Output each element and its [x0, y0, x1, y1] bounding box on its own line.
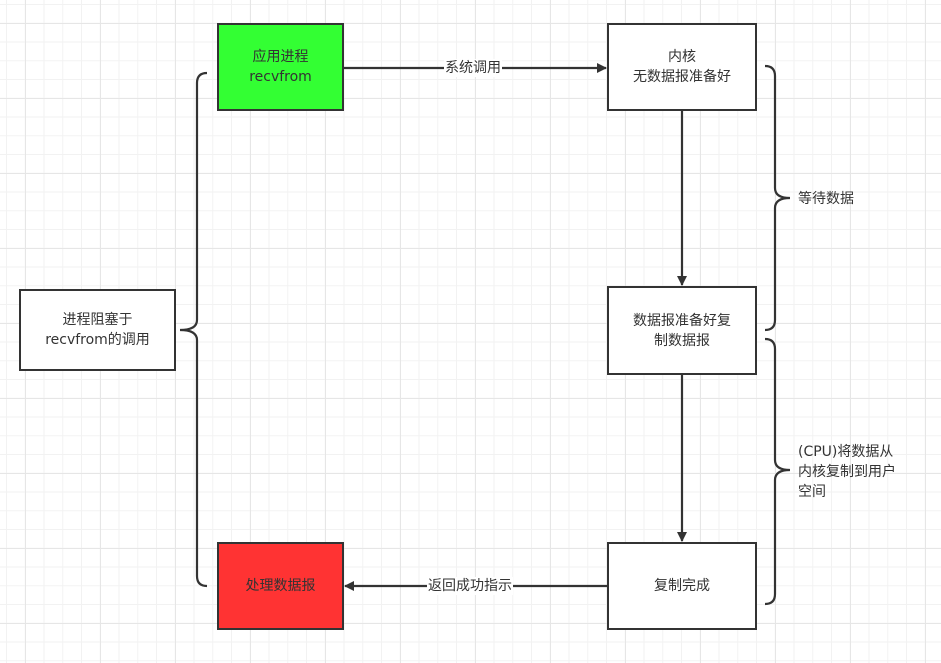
node-kernel-no-data-label: 内核 无数据报准备好 [633, 49, 731, 85]
node-handle-data[interactable]: 处理数据报 [217, 542, 344, 630]
node-data-ready-label: 数据报准备好复 制数据报 [633, 312, 731, 349]
brace-copying [764, 337, 791, 606]
node-app-process[interactable]: 应用进程 recvfrom [217, 23, 344, 111]
node-kernel-no-data[interactable]: 内核 无数据报准备好 [607, 23, 757, 111]
node-blocked-label: 进程阻塞于 recvfrom的调用 [45, 312, 150, 348]
node-handle-data-label: 处理数据报 [245, 578, 316, 594]
brace-label-waiting: 等待数据 [798, 191, 854, 207]
node-copy-done-label: 复制完成 [654, 578, 710, 594]
brace-waiting [764, 64, 791, 332]
brace-blocked [179, 71, 208, 588]
brace-label-copying: (CPU)将数据从 内核复制到用户 空间 [798, 444, 896, 500]
node-blocked[interactable]: 进程阻塞于 recvfrom的调用 [19, 289, 176, 371]
node-data-ready[interactable]: 数据报准备好复 制数据报 [607, 286, 757, 375]
node-copy-done[interactable]: 复制完成 [607, 542, 757, 630]
node-app-process-label: 应用进程 recvfrom [249, 49, 312, 85]
edge-label-syscall: 系统调用 [444, 59, 502, 77]
edge-label-return-success: 返回成功指示 [427, 577, 513, 595]
